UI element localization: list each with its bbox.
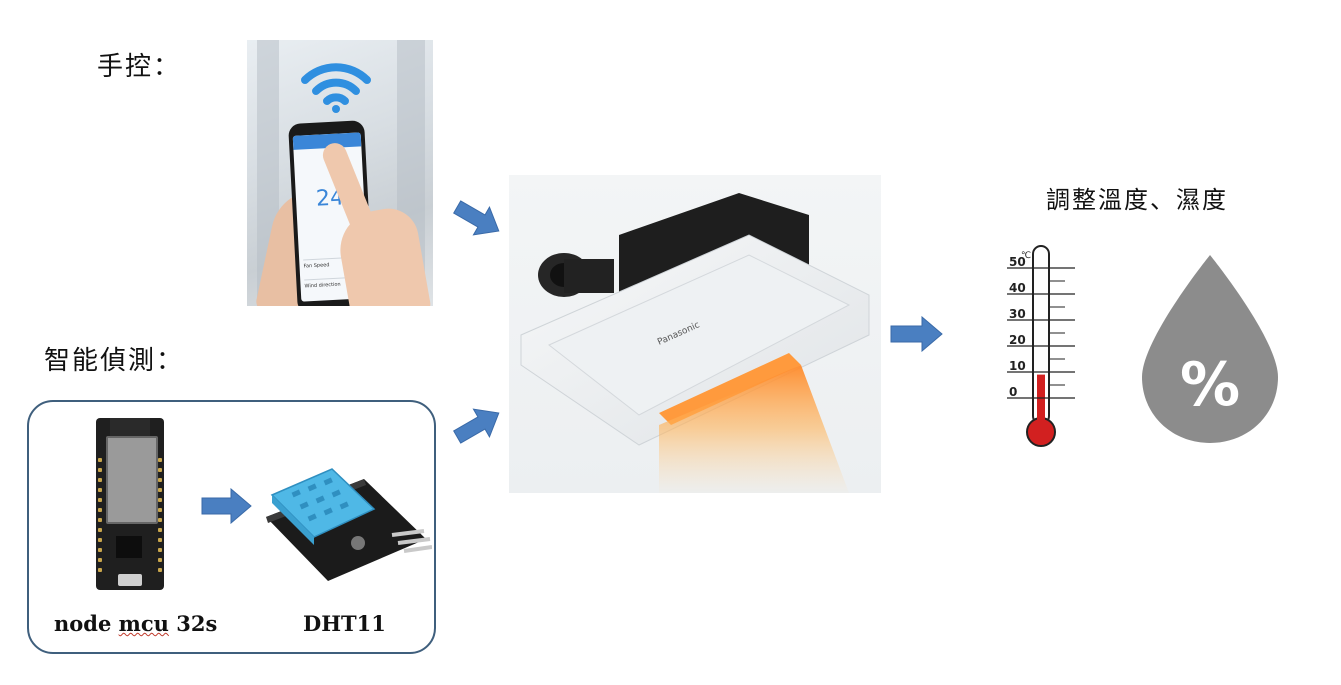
smart-sensing-box [27, 400, 436, 654]
adjust-temp-humidity-label: 調整溫度、濕度 [1046, 186, 1228, 214]
percent-symbol: % [1180, 350, 1240, 420]
water-drop-icon: % [1142, 255, 1278, 443]
wifi-icon [301, 63, 371, 113]
arrow-board-to-sensor [201, 488, 252, 524]
arrow-sensor-to-heater [453, 408, 500, 444]
manual-control-label: 手控： [97, 52, 182, 82]
usb-port-icon [118, 574, 142, 586]
dht11-sensor [266, 468, 432, 581]
esp32-module [106, 436, 158, 524]
dht11-caption: DHT11 [303, 611, 386, 636]
thermometer-tick-label: 0 [1009, 385, 1017, 399]
thermometer-tick-label: 10 [1009, 359, 1026, 373]
caption-word-mcu: mcu [118, 611, 169, 636]
thermometer-graphic: 50 40 30 20 10 0 ℃ [1007, 245, 1075, 447]
thermometer-tick-label: 50 [1009, 255, 1026, 269]
thermometer-tick-label: 30 [1009, 307, 1026, 321]
caption-word-32s: 32s [176, 611, 218, 636]
thermometer-unit: ℃ [1021, 251, 1031, 261]
thermometer: 50 40 30 20 10 0 ℃ [1003, 244, 1093, 449]
arrow-heater-to-result [890, 316, 943, 352]
nodemcu-board [96, 418, 164, 590]
nodemcu-caption: node mcu 32s [54, 611, 217, 636]
board-antenna [110, 418, 150, 438]
thermometer-tick-label: 20 [1009, 333, 1026, 347]
smart-sensing-label: 智能偵測： [44, 346, 185, 376]
caption-word-node: node [54, 611, 112, 636]
thermometer-tick-label: 40 [1009, 281, 1026, 295]
phone-control-photo: 24 Fan Speed Wind direction [247, 40, 433, 306]
bathroom-heater-illustration: Panasonic [520, 193, 870, 493]
board-chip [116, 536, 142, 558]
thermometer-mercury [1037, 374, 1045, 430]
arrow-phone-to-heater [453, 200, 500, 236]
bathroom-heater-photo: Panasonic [509, 175, 881, 493]
humidity-drop-icon: % [1140, 253, 1280, 445]
